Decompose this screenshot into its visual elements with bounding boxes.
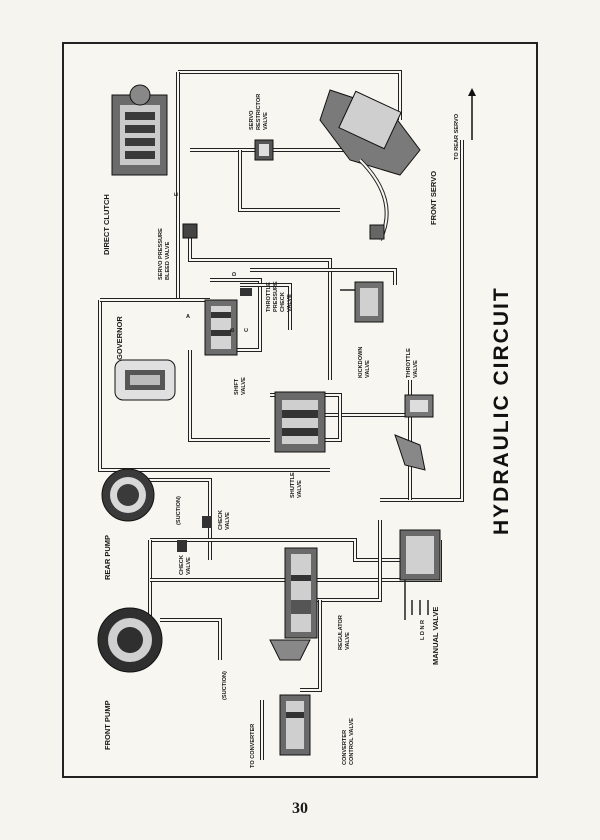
svg-text:VALVE: VALVE — [297, 480, 303, 498]
label-rear-pump: REAR PUMP — [103, 535, 112, 580]
label-suction-rear: (SUCTION) — [176, 496, 182, 525]
label-throttle-valve: THROTTLE VALVE — [406, 348, 419, 378]
svg-text:VALVE: VALVE — [263, 112, 269, 130]
label-servo-pressure-bleed-valve: SERVO PRESSURE BLEED VALVE — [158, 228, 171, 280]
label-kickdown-valve: KICKDOWN VALVE — [358, 347, 371, 378]
svg-text:VALVE: VALVE — [241, 377, 247, 395]
direct-clutch — [111, 84, 168, 176]
check-valve-upper — [202, 516, 212, 528]
label-manual-positions: L D N R — [420, 620, 426, 640]
servo-restrictor-valve — [254, 139, 274, 161]
label-port-a: A — [186, 314, 190, 320]
svg-text:SHUTTLE: SHUTTLE — [290, 472, 296, 498]
label-to-converter: TO CONVERTER — [250, 724, 256, 768]
label-shuttle-valve: SHUTTLE VALVE — [290, 472, 303, 498]
svg-text:VALVE: VALVE — [186, 557, 192, 575]
check-valve-lower — [177, 540, 187, 552]
front-servo — [319, 89, 421, 241]
label-direct-clutch: DIRECT CLUTCH — [102, 194, 111, 255]
svg-text:PRESSURE: PRESSURE — [273, 281, 279, 312]
label-suction-front: (SUCTION) — [222, 671, 228, 700]
label-manual-valve: MANUAL VALVE — [431, 607, 440, 665]
label-front-servo: FRONT SERVO — [429, 171, 438, 225]
svg-text:RESTRICTOR: RESTRICTOR — [256, 94, 262, 130]
page-number: 30 — [292, 800, 308, 817]
label-port-d: D — [232, 272, 238, 276]
svg-text:VALVE: VALVE — [225, 512, 231, 530]
label-converter-control-valve: CONVERTER CONTROL VALVE — [342, 718, 355, 765]
svg-text:DIRECT CLUTCH: DIRECT CLUTCH — [102, 194, 111, 255]
svg-text:CONTROL VALVE: CONTROL VALVE — [349, 718, 355, 765]
shift-valve — [204, 299, 238, 356]
converter-control-valve — [279, 694, 311, 756]
kickdown-valve — [354, 281, 384, 323]
svg-text:KICKDOWN: KICKDOWN — [358, 347, 364, 378]
label-shift-valve: SHIFT VALVE — [234, 377, 247, 395]
label-front-pump: FRONT PUMP — [103, 700, 112, 750]
label-check-valve-upper: CHECK VALVE — [218, 510, 231, 530]
svg-text:VALVE: VALVE — [365, 360, 371, 378]
label-check-valve-lower: CHECK VALVE — [179, 555, 192, 575]
servo-pressure-bleed-valve — [182, 223, 198, 239]
svg-text:THROTTLE: THROTTLE — [406, 348, 412, 378]
svg-text:CHECK: CHECK — [280, 292, 286, 312]
diagram-title: HYDRAULIC CIRCUIT — [490, 286, 513, 535]
shuttle-valve — [274, 391, 326, 453]
manual-valve — [399, 529, 441, 620]
label-to-rear-servo: TO REAR SERVO — [454, 113, 460, 160]
svg-text:VALVE: VALVE — [345, 632, 351, 650]
rear-pump — [101, 468, 155, 522]
svg-text:CHECK: CHECK — [179, 555, 185, 575]
label-port-e: E — [174, 192, 180, 196]
front-pump — [97, 607, 163, 673]
svg-text:BLEED VALVE: BLEED VALVE — [165, 241, 171, 280]
svg-text:CHECK: CHECK — [218, 510, 224, 530]
svg-text:THROTTLE: THROTTLE — [266, 282, 272, 312]
svg-text:VALVE: VALVE — [413, 360, 419, 378]
throttle-pressure-check-valve — [240, 288, 252, 296]
to-rear-servo-arrow — [468, 88, 476, 140]
label-regulator-valve: REGULATOR VALVE — [338, 615, 351, 650]
svg-text:CONVERTER: CONVERTER — [342, 730, 348, 765]
svg-text:VALVE: VALVE — [287, 294, 293, 312]
svg-text:SHIFT: SHIFT — [234, 378, 240, 395]
label-throttle-pressure-check-valve: THROTTLE PRESSURE CHECK VALVE — [266, 281, 293, 312]
svg-text:SERVO PRESSURE: SERVO PRESSURE — [158, 228, 164, 280]
throttle-valve — [394, 394, 434, 471]
svg-text:REGULATOR: REGULATOR — [338, 615, 344, 650]
label-servo-restrictor-valve: SERVO RESTRICTOR VALVE — [249, 94, 269, 130]
governor — [114, 359, 176, 401]
label-governor: GOVERNOR — [115, 316, 124, 360]
label-port-c: C — [244, 328, 250, 332]
svg-text:SERVO: SERVO — [249, 110, 255, 130]
regulator-valve — [269, 547, 318, 661]
label-port-b: B — [230, 328, 236, 332]
